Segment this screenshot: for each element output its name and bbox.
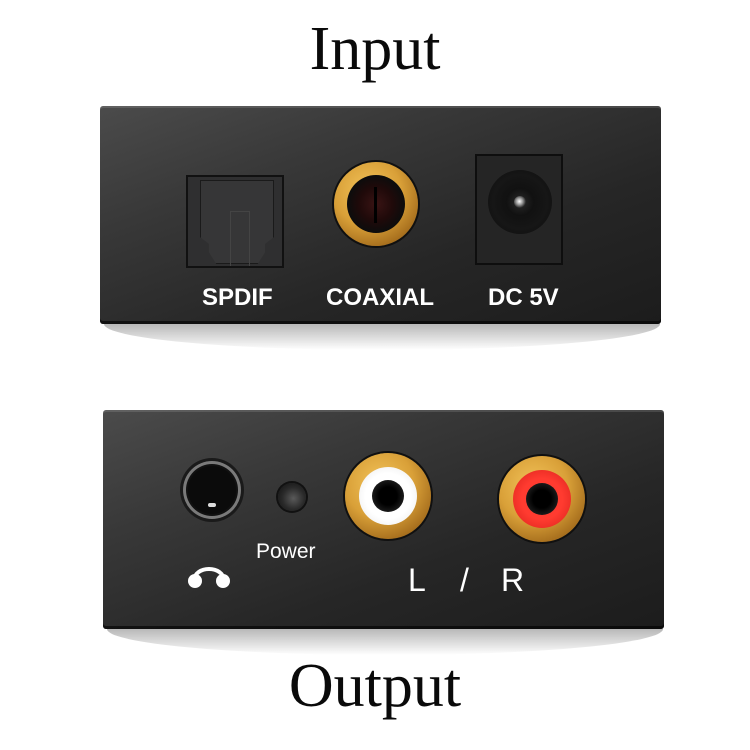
spdif-label: SPDIF (202, 284, 273, 311)
dc-power-pin (514, 196, 526, 208)
headphones-icon (188, 567, 230, 588)
dc-power-hole (488, 170, 552, 234)
headphone-jack (183, 461, 241, 519)
right-channel-label: R (501, 562, 525, 598)
power-label: Power (256, 540, 316, 563)
left-channel-label: L (408, 562, 426, 598)
rca-right-port (499, 456, 585, 542)
channel-separator: / (460, 562, 469, 598)
optical-shutter (200, 180, 274, 264)
input-panel-shadow (104, 324, 660, 350)
rca-left-insulator (359, 467, 417, 525)
spdif-optical-port (186, 175, 284, 268)
dc-5v-label: DC 5V (488, 284, 559, 311)
input-title: Input (309, 15, 441, 83)
power-led (278, 483, 306, 511)
coaxial-port-hole (347, 175, 405, 233)
output-panel: Power L / R (103, 410, 664, 629)
output-title: Output (288, 652, 462, 720)
rca-right-hole (526, 483, 558, 515)
rca-left-port (345, 453, 431, 539)
headphone-jack-glint (208, 503, 216, 507)
input-panel: SPDIF COAXIAL DC 5V (100, 106, 661, 324)
optical-slot (230, 211, 250, 266)
rca-left-hole (372, 480, 404, 512)
rca-right-insulator (513, 470, 571, 528)
coaxial-label: COAXIAL (326, 284, 434, 311)
dc-power-port (475, 154, 563, 265)
coaxial-port (334, 162, 418, 246)
